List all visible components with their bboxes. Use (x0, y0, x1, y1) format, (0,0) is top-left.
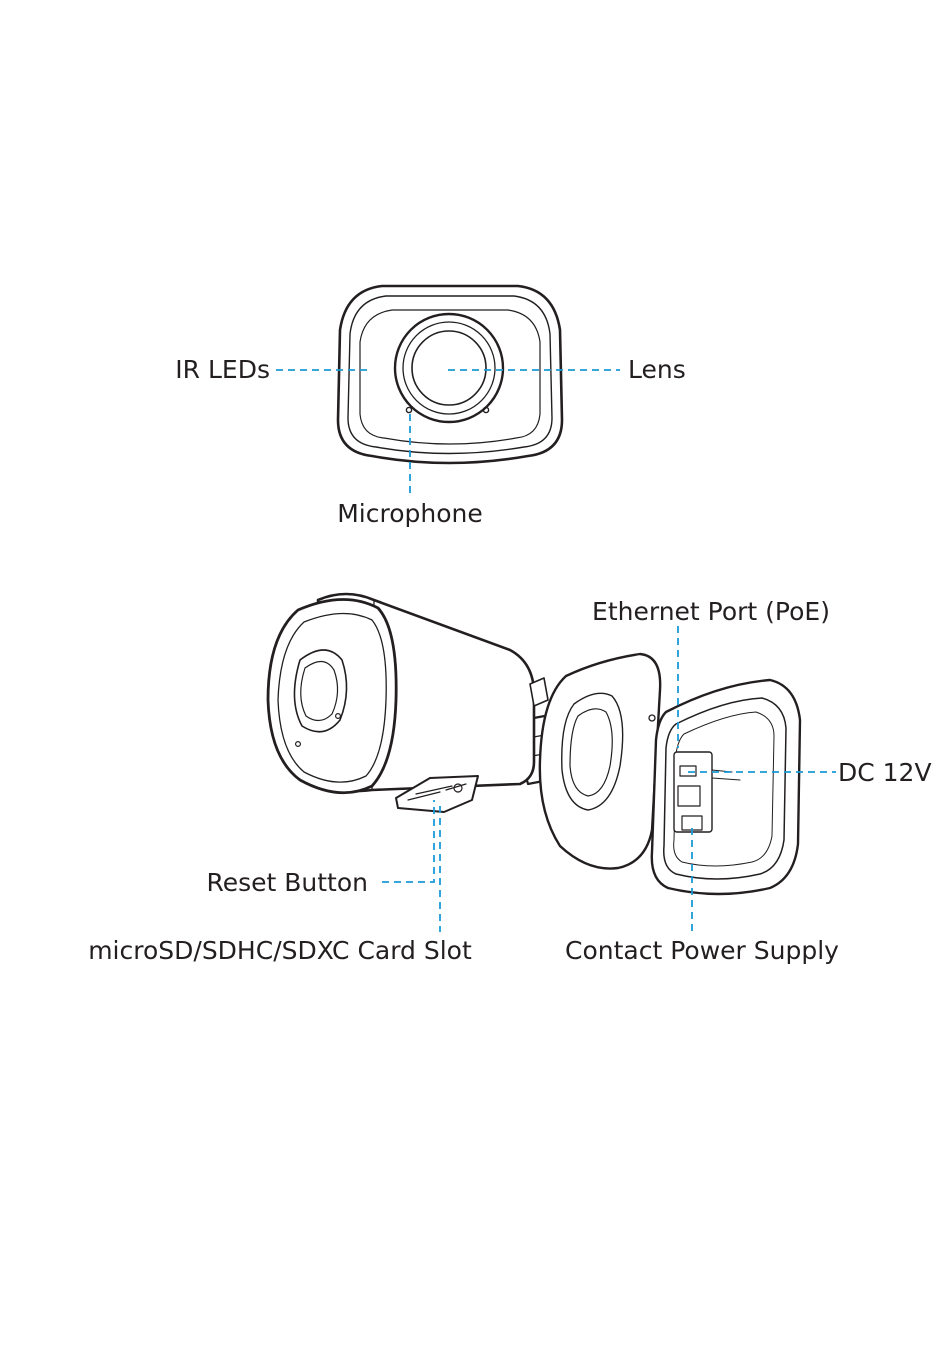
side-adjust-knob (530, 678, 548, 706)
ethernet-port-label: Ethernet Port (PoE) (592, 597, 830, 626)
connector-board (674, 752, 712, 832)
lens-label: Lens (628, 355, 686, 384)
dc-12v-label: DC 12V (838, 758, 932, 787)
reset-button-label: Reset Button (206, 868, 368, 897)
ir-leds-label: IR LEDs (175, 355, 270, 384)
card-slot-label: microSD/SDHC/SDXC Card Slot (88, 936, 472, 965)
microphone-label: Microphone (337, 499, 483, 528)
mount-base-plate (540, 654, 660, 869)
side-view-camera (268, 594, 800, 894)
front-view-camera (338, 286, 562, 463)
front-housing-outer (338, 286, 562, 463)
reset-button-leader (382, 800, 434, 882)
contact-power-supply-label: Contact Power Supply (565, 936, 839, 965)
